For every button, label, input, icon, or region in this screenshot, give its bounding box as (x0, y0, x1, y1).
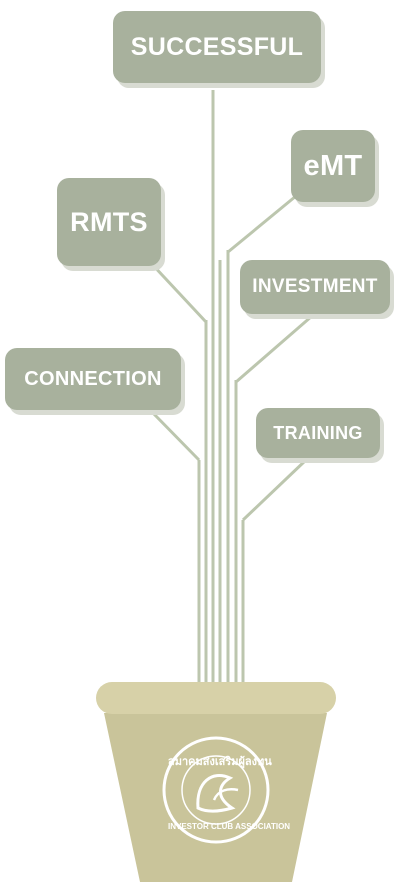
branches (148, 194, 313, 522)
trunk-stems (197, 90, 245, 690)
branch-investment (235, 314, 313, 384)
branch-training (241, 458, 308, 522)
logo-thai-text: สมาคมส่งเสริมผู้ลงทุน (168, 756, 272, 768)
logo-english-text: INVESTOR CLUB ASSOCIATION (168, 822, 291, 831)
association-logo (162, 736, 270, 844)
butterfly-icon (196, 774, 236, 813)
node-investment: INVESTMENT (240, 260, 390, 314)
node-successful: SUCCESSFUL (113, 11, 321, 83)
node-rmts: RMTS (57, 178, 161, 266)
node-emt: eMT (291, 130, 375, 202)
pot-rim (96, 682, 336, 714)
branch-emt (227, 194, 297, 254)
node-training: TRAINING (256, 408, 380, 458)
node-connection: CONNECTION (5, 348, 181, 410)
branch-connection (150, 410, 201, 462)
branch-rmts (148, 260, 208, 324)
